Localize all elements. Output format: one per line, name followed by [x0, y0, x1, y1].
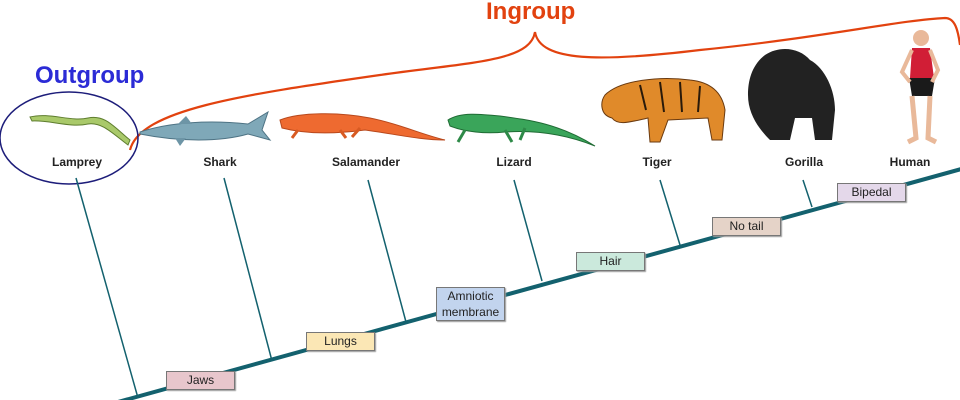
- tiger-icon: [601, 78, 726, 143]
- lamprey-icon: [29, 115, 131, 146]
- taxon-lamprey: Lamprey: [51, 155, 103, 169]
- ingroup-label: Ingroup: [486, 0, 576, 25]
- taxon-gorilla: Gorilla: [784, 155, 824, 169]
- trait-amniotic-membrane: Amniotic membrane: [436, 287, 505, 321]
- outgroup-label: Outgroup: [35, 62, 145, 89]
- trait-bipedal: Bipedal: [837, 183, 906, 202]
- outgroup-ellipse: [0, 91, 139, 185]
- gorilla-icon: [748, 48, 835, 140]
- branch-lamprey: [75, 177, 139, 399]
- lizard-icon: [447, 113, 596, 147]
- trait-no-tail: No tail: [712, 217, 781, 236]
- tree-trunk: [117, 167, 960, 400]
- trait-hair: Hair: [576, 252, 645, 271]
- taxon-tiger: Tiger: [642, 155, 672, 169]
- trait-lungs: Lungs: [306, 332, 375, 351]
- branch-tiger: [659, 179, 681, 246]
- shark-icon: [139, 110, 272, 146]
- taxon-shark: Shark: [203, 155, 237, 169]
- taxon-salamander: Salamander: [331, 155, 401, 169]
- ingroup-bracket: [128, 16, 960, 151]
- branch-gorilla: [802, 179, 813, 208]
- branch-shark: [223, 177, 273, 362]
- trait-jaws: Jaws: [166, 371, 235, 390]
- branch-lizard: [513, 179, 543, 282]
- branch-salamander: [367, 179, 407, 323]
- salamander-icon: [279, 113, 446, 141]
- taxon-human: Human: [889, 155, 931, 169]
- taxon-lizard: Lizard: [496, 155, 532, 169]
- human-icon: [899, 30, 941, 145]
